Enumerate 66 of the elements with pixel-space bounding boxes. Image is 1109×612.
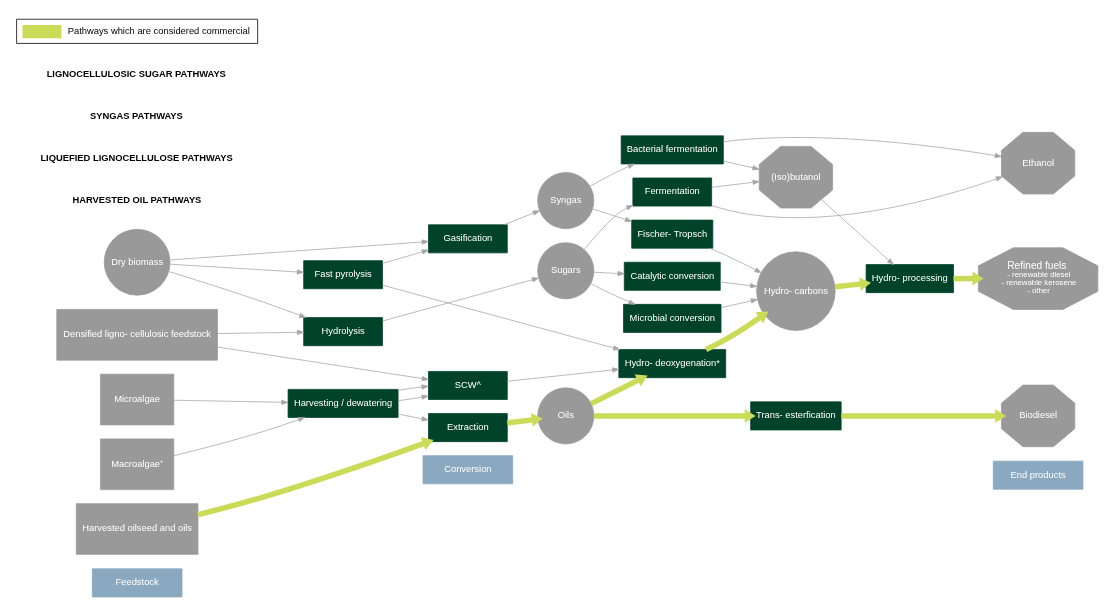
node-box: Fast pyrolysis: [303, 259, 383, 289]
node-box: Fermentation: [632, 177, 713, 206]
arrow: [834, 276, 872, 291]
arrow: [589, 163, 635, 187]
arrow: [382, 284, 621, 350]
label: SYNGAS PATHWAYS: [89, 110, 183, 121]
arrow: [590, 282, 636, 305]
arrow: [953, 271, 984, 285]
node-box: End products: [992, 460, 1084, 490]
node-box: Macroalgae⁺: [100, 438, 175, 490]
node-box: Hydrolysis: [303, 316, 383, 346]
arrow: [168, 270, 307, 318]
arrow: [723, 160, 760, 170]
node-box: Microbial conversion: [623, 303, 722, 333]
arrow: [503, 209, 540, 225]
arrow: [709, 247, 762, 273]
arrow: [197, 436, 434, 517]
arrow: [173, 416, 306, 456]
arrow: [593, 270, 625, 276]
node-box: Harvesting / dewatering: [287, 388, 399, 418]
node-circle: Dry biomass: [103, 228, 171, 295]
node-box: SCW^: [428, 370, 508, 400]
node-box: Catalytic conversion: [623, 261, 721, 291]
arrow: [506, 366, 620, 382]
arrow: [397, 394, 429, 401]
arrow: [720, 297, 758, 308]
node-box: Bacterial fermentation: [620, 134, 724, 164]
arrow: [382, 276, 539, 321]
legend-label: Pathways which are considered commercial: [67, 25, 250, 36]
arrow: [382, 248, 429, 264]
node-box: Extraction: [428, 412, 508, 442]
arrow: [217, 346, 429, 381]
arrow: [217, 329, 305, 335]
arrow: [711, 175, 1003, 218]
arrow: [723, 136, 1002, 158]
arrow: [397, 383, 429, 391]
label: LIGNOCELLULOSIC SUGAR PATHWAYS: [46, 68, 226, 79]
label: HARVESTED OIL PATHWAYS: [72, 194, 202, 205]
node-circle: Oils: [537, 386, 595, 444]
arrow: [589, 373, 648, 406]
arrow: [506, 412, 543, 427]
node-box: Feedstock: [91, 567, 183, 597]
arrow: [841, 408, 1007, 423]
arrow: [170, 238, 429, 260]
node-box: Densified ligno- cellulosic feedstock: [56, 308, 218, 360]
node-box: Trans- esterfication: [750, 400, 842, 430]
node-box: Conversion: [422, 454, 514, 484]
arrow: [173, 399, 289, 405]
label: LIQUEFIED LIGNOCELLULOSE PATHWAYS: [40, 152, 233, 163]
node-box: Gasification: [428, 223, 508, 253]
arrow: [711, 179, 760, 188]
node-box: Fischer- Tropsch: [631, 219, 714, 249]
node-box: Microalgae: [100, 373, 175, 425]
arrow: [719, 281, 758, 288]
node-circle: Syngas: [537, 171, 595, 229]
arrow: [583, 204, 634, 250]
arrow: [593, 408, 756, 423]
arrow: [169, 263, 304, 275]
node-box: Hydro- deoxygenation*: [618, 348, 727, 378]
node-circle: Sugars: [537, 241, 595, 299]
node-box: Harvested oilseed and oils: [75, 502, 199, 555]
arrow: [704, 310, 769, 352]
node-box: Hydro- processing: [865, 263, 954, 293]
arrow: [397, 413, 429, 421]
arrow: [592, 208, 632, 222]
arrow: [820, 198, 894, 265]
